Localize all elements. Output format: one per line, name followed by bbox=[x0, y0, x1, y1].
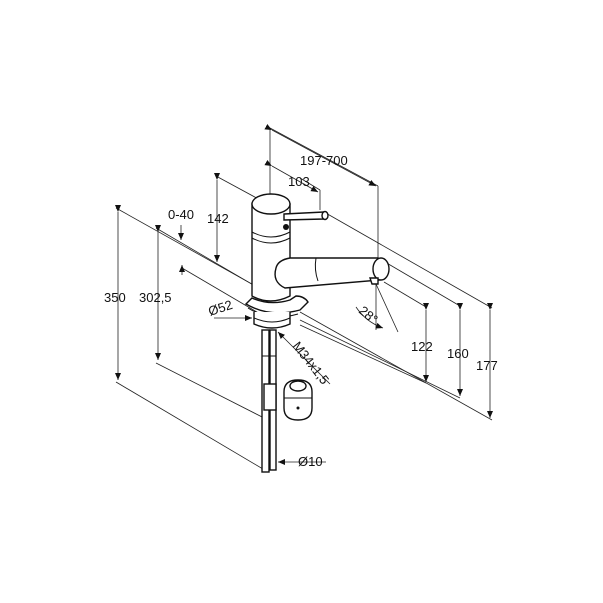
label-spout-angle: 28° bbox=[356, 303, 381, 327]
faucet-spout bbox=[274, 257, 390, 289]
mounting-nut bbox=[283, 379, 313, 421]
supply-hoses bbox=[261, 329, 277, 473]
extension-lines bbox=[115, 127, 493, 473]
label-reach-range: 197-700 bbox=[300, 153, 348, 168]
label-total-height: 350 bbox=[104, 290, 126, 305]
label-worktop-thickness: 0-40 bbox=[168, 207, 194, 222]
label-hose-height: 302,5 bbox=[139, 290, 172, 305]
dimension-labels: 197-700 103 142 0-40 350 302,5 Ø52 M34x1… bbox=[104, 153, 498, 469]
dimension-lines bbox=[115, 124, 493, 465]
label-hose-diameter: Ø10 bbox=[298, 454, 323, 469]
label-lever-reach: 103 bbox=[288, 174, 310, 189]
label-overall-height: 177 bbox=[476, 358, 498, 373]
label-spout-top-height: 160 bbox=[447, 346, 469, 361]
faucet-lever bbox=[283, 210, 329, 221]
label-body-height: 142 bbox=[207, 211, 229, 226]
faucet-base bbox=[244, 295, 309, 329]
label-base-diameter: Ø52 bbox=[206, 297, 234, 319]
label-spout-height: 122 bbox=[411, 339, 433, 354]
